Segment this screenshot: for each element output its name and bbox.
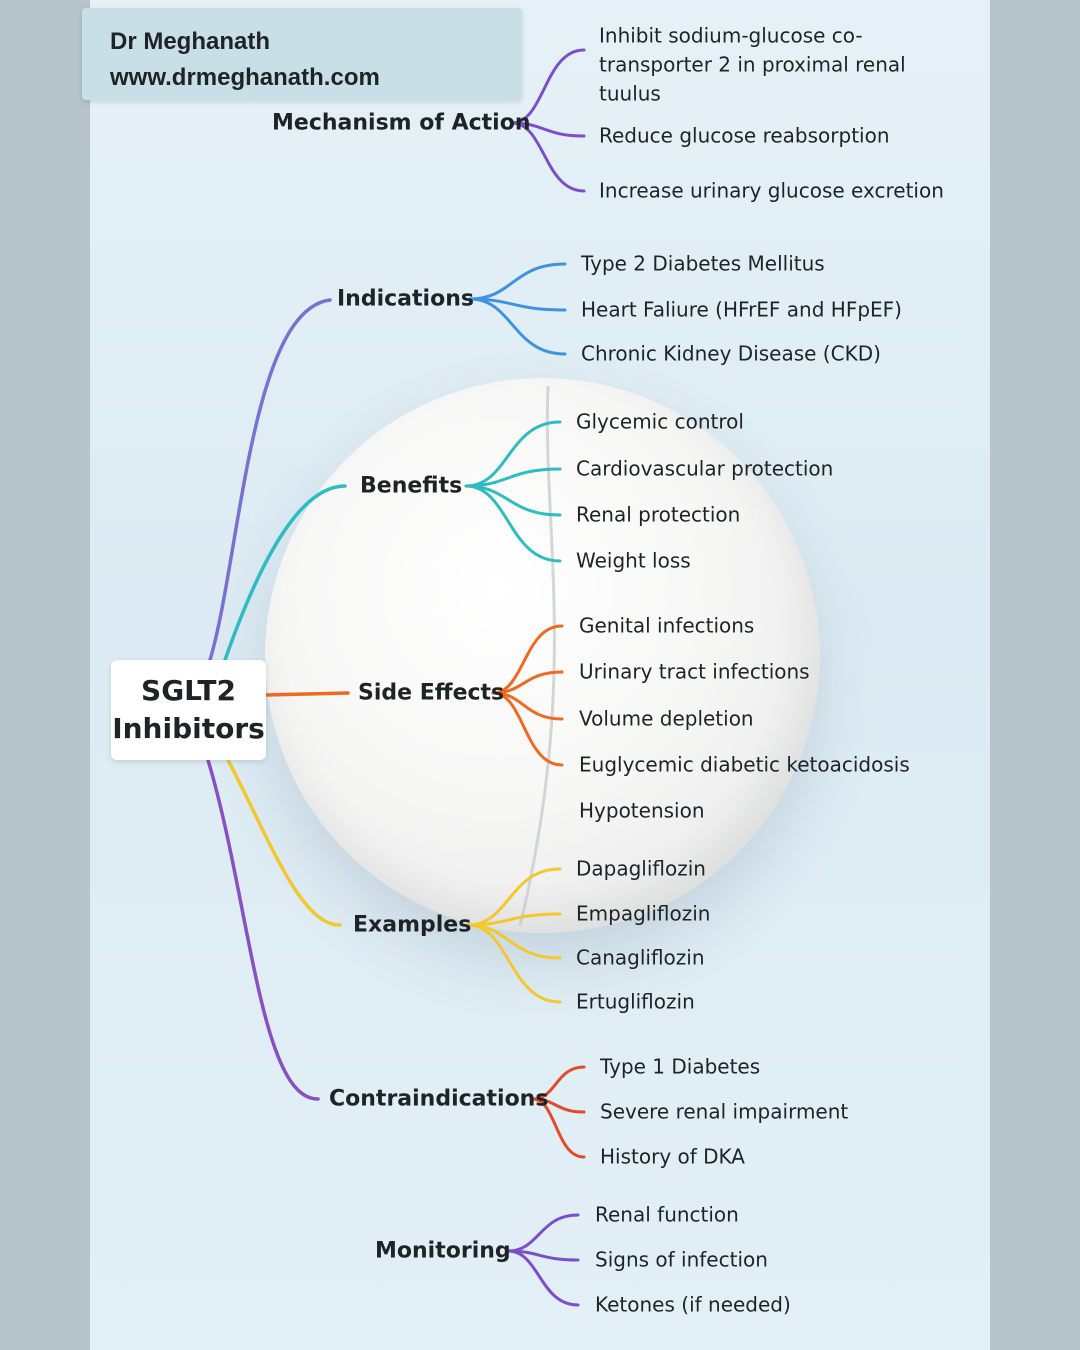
side-effects-item-3: Volume depletion — [579, 706, 754, 731]
moa-item-3: Increase urinary glucose excretion — [599, 178, 944, 203]
benefits-item-2: Cardiovascular protection — [576, 456, 834, 481]
branch-benefits: Benefits — [360, 473, 463, 499]
contraindications-item-2: Severe renal impairment — [600, 1099, 849, 1124]
connector-examples-1 — [466, 867, 562, 927]
examples-item-3: Canagliflozin — [576, 945, 705, 970]
trunk-side-effects — [264, 691, 350, 697]
monitoring-item-1: Renal function — [595, 1202, 739, 1227]
branch-examples: Examples — [353, 912, 472, 938]
contraindications-item-3: History of DKA — [600, 1144, 745, 1169]
branch-indications: Indications — [337, 286, 474, 312]
connector-moa-3 — [510, 121, 586, 193]
branch-monitoring: Monitoring — [375, 1238, 511, 1264]
connector-benefits-4 — [464, 484, 562, 563]
branch-side-effects: Side Effects — [358, 680, 505, 706]
examples-item-4: Ertugliflozin — [576, 989, 695, 1014]
moa-item-1: Inhibit sodium-glucose co-transporter 2 … — [599, 23, 906, 106]
side-effects-item-4: Euglycemic diabetic ketoacidosis — [579, 752, 910, 777]
indications-item-1: Type 2 Diabetes Mellitus — [581, 251, 825, 276]
connector-monitoring-1 — [506, 1213, 580, 1253]
trunk-indications — [208, 298, 332, 662]
connector-indications-1 — [468, 262, 567, 301]
connector-examples-4 — [466, 923, 562, 1004]
author-name: Dr Meghanath — [110, 28, 271, 55]
branch-contraindications: Contraindications — [329, 1086, 549, 1112]
central-topic-line2: Inhibitors — [112, 712, 265, 745]
indications-item-3: Chronic Kidney Disease (CKD) — [581, 341, 881, 366]
trunk-contraindications — [206, 758, 320, 1101]
connector-side-effects-4 — [491, 691, 564, 767]
connector-benefits-1 — [464, 420, 562, 488]
benefits-item-1: Glycemic control — [576, 409, 744, 434]
benefits-item-4: Weight loss — [576, 548, 691, 573]
indications-item-2: Heart Faliure (HFrEF and HFpEF) — [581, 297, 902, 322]
monitoring-item-3: Ketones (if needed) — [595, 1292, 791, 1317]
connector-monitoring-3 — [506, 1249, 580, 1307]
examples-item-2: Empagliflozin — [576, 901, 711, 926]
connector-moa-1 — [510, 48, 586, 125]
connector-examples-2 — [466, 912, 562, 927]
moa-item-2: Reduce glucose reabsorption — [599, 123, 890, 148]
monitoring-item-2: Signs of infection — [595, 1247, 768, 1272]
connector-contraindications-3 — [531, 1097, 586, 1159]
side-effects-item-1: Genital infections — [579, 613, 755, 638]
side-effects-item-2: Urinary tract infections — [579, 659, 810, 684]
branch-mechanism-of-action: Mechanism of Action — [272, 110, 531, 136]
contraindications-item-1: Type 1 Diabetes — [600, 1054, 761, 1079]
central-topic: SGLT2 Inhibitors — [111, 660, 266, 760]
central-topic-line1: SGLT2 — [141, 674, 236, 707]
connector-indications-3 — [468, 297, 567, 356]
website-url: www.drmeghanath.com — [110, 64, 380, 91]
examples-item-1: Dapagliflozin — [576, 856, 706, 881]
trunk-examples — [226, 758, 342, 927]
credit-banner: Dr Meghanath www.drmeghanath.com — [82, 8, 522, 100]
trunk-benefits — [223, 484, 347, 662]
side-effects-item-5: Hypotension — [579, 798, 705, 823]
connector-side-effects-1 — [491, 624, 564, 695]
benefits-item-3: Renal protection — [576, 502, 741, 527]
